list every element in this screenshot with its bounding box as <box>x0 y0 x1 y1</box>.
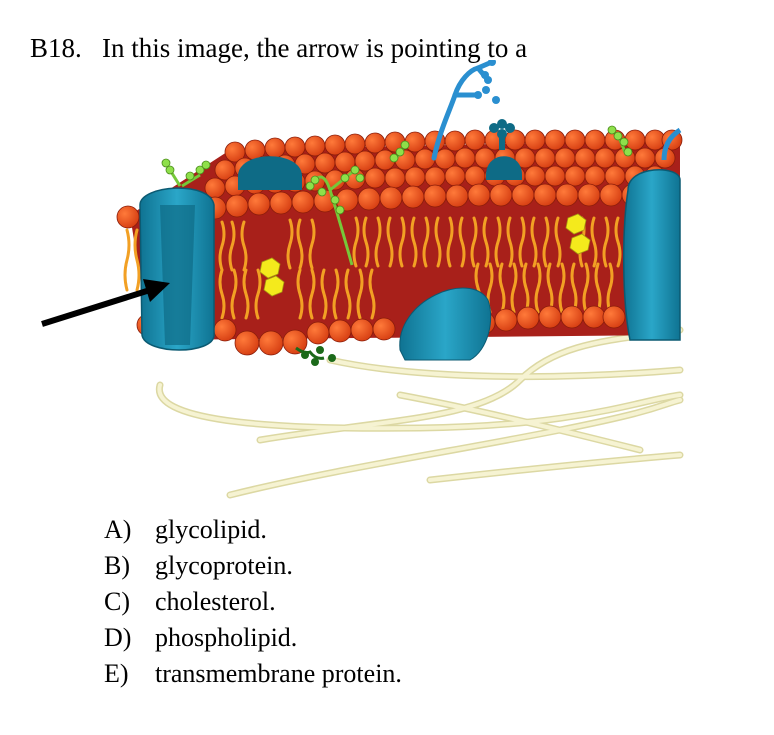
glycoprotein-stub <box>489 119 515 150</box>
transmembrane-protein-right <box>622 127 682 341</box>
answer-options: A)glycolipid. B)glycoprotein. C)choleste… <box>104 512 402 692</box>
transmembrane-protein-left <box>139 187 215 351</box>
option-d[interactable]: D)phospholipid. <box>104 623 298 652</box>
question-number: B18. <box>30 33 82 63</box>
question-text: B18. In this image, the arrow is pointing… <box>30 33 527 64</box>
option-b[interactable]: B)glycoprotein. <box>104 551 293 580</box>
option-e[interactable]: E)transmembrane protein. <box>104 659 402 688</box>
glycolipid-sugars <box>161 125 633 215</box>
peripheral-proteins <box>238 156 522 366</box>
cell-membrane-figure <box>41 60 684 499</box>
cholesterol <box>259 213 591 297</box>
pointer-arrow <box>41 279 170 327</box>
option-c[interactable]: C)cholesterol. <box>104 587 276 616</box>
question-prompt: In this image, the arrow is pointing to … <box>102 33 528 63</box>
option-a[interactable]: A)glycolipid. <box>104 515 267 544</box>
